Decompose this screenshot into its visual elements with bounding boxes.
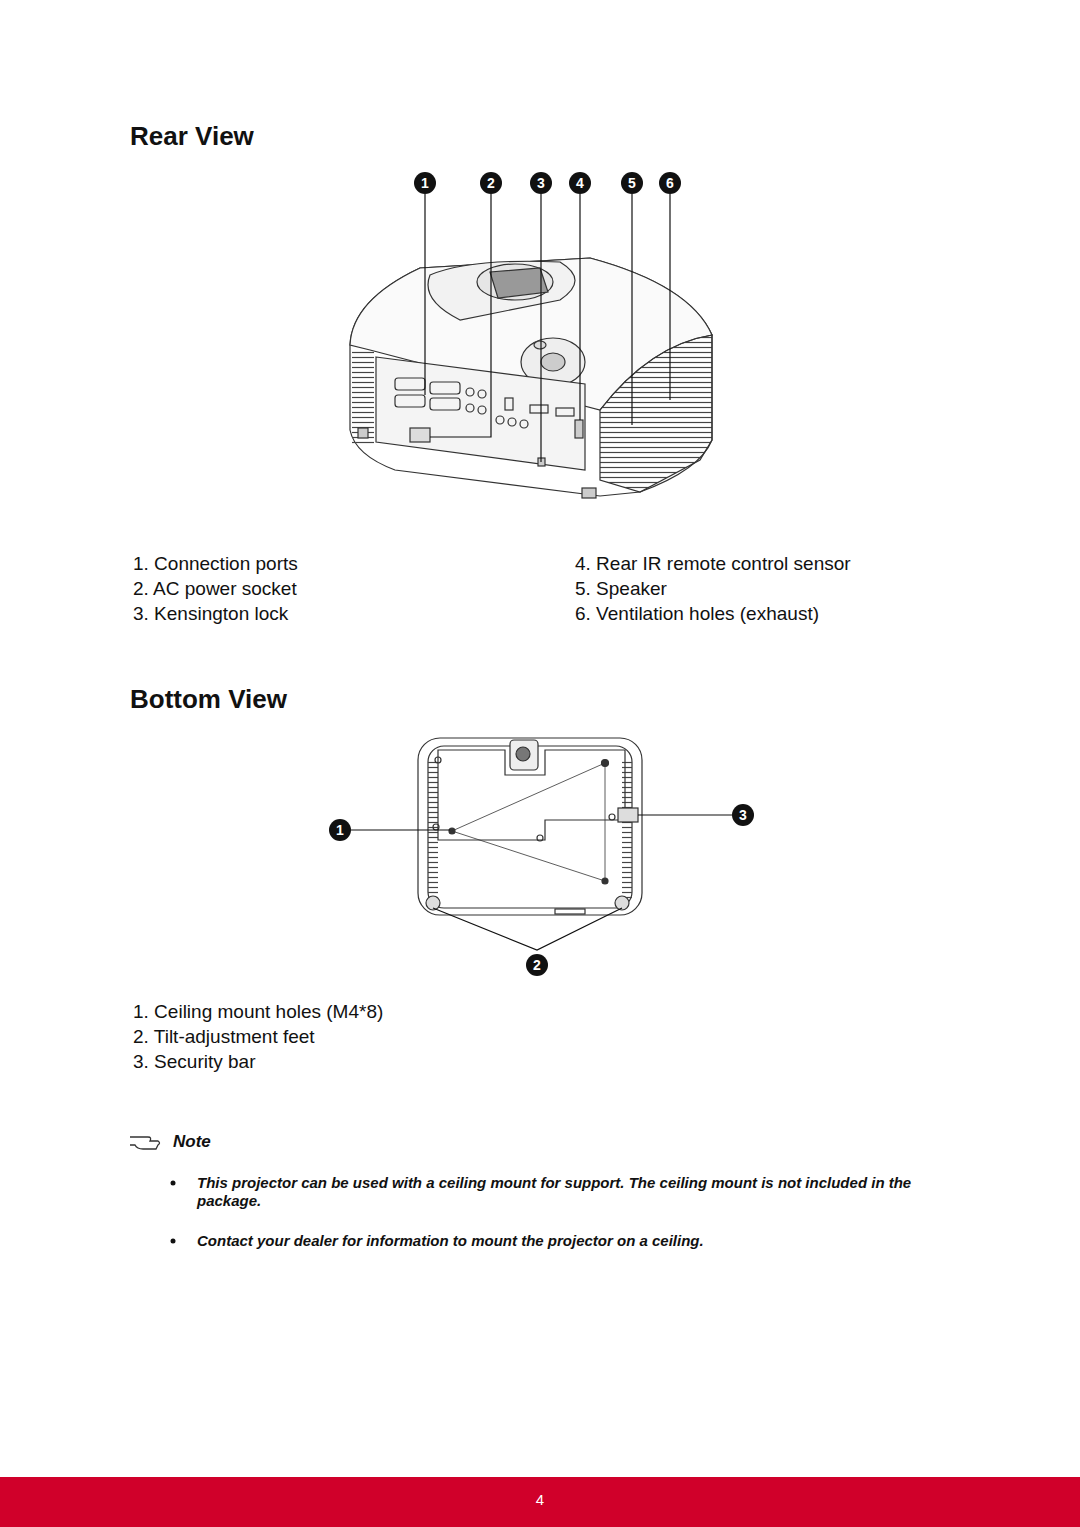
note-text: Contact your dealer for information to m… <box>197 1232 937 1250</box>
part-list-item: 3. Kensington lock <box>133 603 288 626</box>
section-heading: Rear View <box>130 121 254 152</box>
callout-number: 3 <box>732 804 754 826</box>
part-list-item: 2. Tilt-adjustment feet <box>133 1026 315 1049</box>
note-hand-icon <box>130 1137 160 1149</box>
projector-rear-drawing <box>350 258 712 498</box>
callout-number: 4 <box>569 172 591 194</box>
bottom-leader-lines <box>351 815 732 950</box>
callout-number: 2 <box>480 172 502 194</box>
callout-digit: 1 <box>421 175 429 191</box>
note-text: This projector can be used with a ceilin… <box>197 1174 937 1210</box>
part-list-item: 4. Rear IR remote control sensor <box>575 553 851 576</box>
callout-number: 3 <box>530 172 552 194</box>
callout-number: 2 <box>526 954 548 976</box>
bullet-dot <box>171 1239 176 1244</box>
footer-bar <box>0 1477 1080 1527</box>
leader-lines <box>425 194 670 462</box>
callout-digit: 4 <box>576 175 584 191</box>
callout-digit: 6 <box>666 175 674 191</box>
callout-digit: 3 <box>537 175 545 191</box>
section-heading: Bottom View <box>130 684 287 715</box>
callout-digit: 3 <box>739 807 747 823</box>
callout-number: 6 <box>659 172 681 194</box>
callout-number: 1 <box>414 172 436 194</box>
note-heading: Note <box>173 1132 211 1152</box>
part-list-item: 2. AC power socket <box>133 578 297 601</box>
bullet-dot <box>171 1181 176 1186</box>
part-list-item: 1. Connection ports <box>133 553 298 576</box>
callout-digit: 2 <box>533 957 541 973</box>
part-list-item: 3. Security bar <box>133 1051 256 1074</box>
projector-bottom-drawing <box>418 738 642 915</box>
part-list-item: 5. Speaker <box>575 578 667 601</box>
callout-number: 5 <box>621 172 643 194</box>
callout-digit: 1 <box>336 822 344 838</box>
callout-digit: 2 <box>487 175 495 191</box>
callout-digit: 5 <box>628 175 636 191</box>
callout-number: 1 <box>329 819 351 841</box>
part-list-item: 1. Ceiling mount holes (M4*8) <box>133 1001 383 1024</box>
part-list-item: 6. Ventilation holes (exhaust) <box>575 603 819 626</box>
page-number: 4 <box>0 1491 1080 1509</box>
